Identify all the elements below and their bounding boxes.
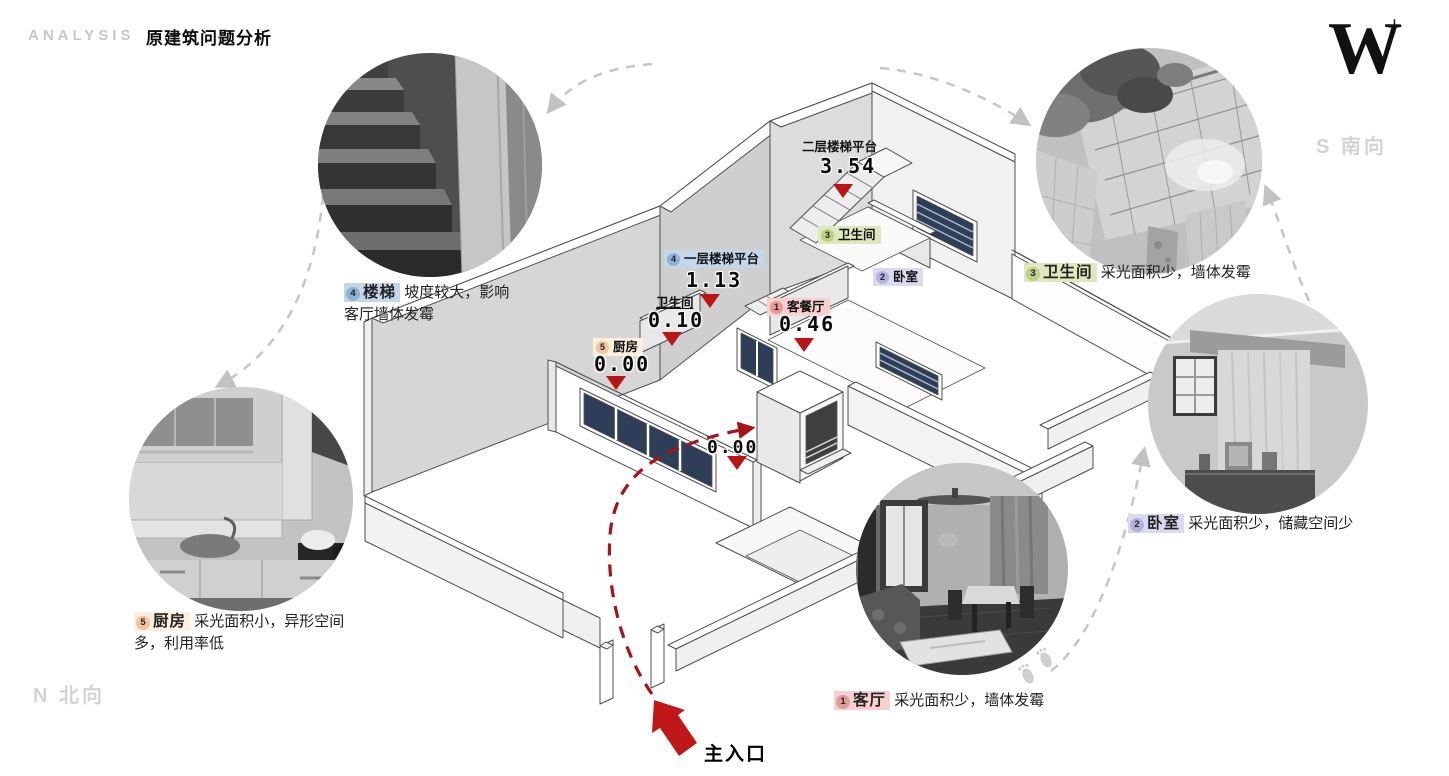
plan-tag-2f-landing: 二层楼梯平台 xyxy=(802,138,882,156)
caption-desc: 采光面积少，墙体发霉 xyxy=(1100,264,1251,281)
photo-connector-arrows xyxy=(214,62,1311,672)
plan-tag-wc: 卫生间 xyxy=(656,294,699,312)
main-entrance-arrow xyxy=(652,700,697,756)
plan-tag-number: 4 xyxy=(667,252,680,266)
plan-tag-number: 3 xyxy=(821,228,834,242)
kitchen-photo xyxy=(129,387,353,611)
logo-plus-mark: + xyxy=(1386,10,1403,43)
caption-number: 4 xyxy=(346,286,360,301)
caption-number: 2 xyxy=(1130,517,1144,532)
bedroom-photo xyxy=(1148,294,1368,514)
plan-tag-label: 卧室 xyxy=(893,270,919,284)
plan-tag-1f-landing: 4 一层楼梯平台 xyxy=(664,250,765,268)
caption-room: 卧室 xyxy=(1147,515,1181,532)
caption-desc: 坡度较大，影响客厅墙体发霉 xyxy=(344,284,510,324)
caption-desc: 采光面积少，墙体发霉 xyxy=(894,692,1045,709)
plan-tag-label: 卫生间 xyxy=(838,228,876,242)
analysis-tag: ANALYSIS xyxy=(28,27,135,44)
level-value-2f-landing: 3.54 xyxy=(820,154,877,178)
level-value-wc: 0.10 xyxy=(648,308,705,332)
plan-tag-kitchen: 5 厨房 xyxy=(593,338,644,356)
caption-desc: 采光面积小，异形空间多，利用率低 xyxy=(134,613,345,653)
arrow-to-kitchen-photo xyxy=(214,195,325,388)
plan-tag-dining: 1 客餐厅 xyxy=(767,298,830,316)
studio-logo: W + xyxy=(1328,10,1418,104)
level-value-dining: 0.46 xyxy=(779,312,836,336)
living-room-photo xyxy=(856,463,1068,675)
level-value-kitchen: 0.00 xyxy=(594,352,651,376)
compass-north-label: N 北向 xyxy=(33,685,105,707)
caption-room: 客厅 xyxy=(853,692,887,709)
caption-number: 1 xyxy=(836,694,850,709)
stairs-photo xyxy=(318,53,542,277)
plan-tag-label: 卫生间 xyxy=(656,296,694,310)
compass-south-label: S 南向 xyxy=(1316,136,1387,158)
plan-tag-bedroom: 2 卧室 xyxy=(873,268,924,286)
level-value-entrance: 0.00 xyxy=(707,437,759,458)
caption-number: 3 xyxy=(1026,266,1040,281)
caption-number: 5 xyxy=(136,615,150,630)
arrow-to-bathroom-photo xyxy=(879,66,1032,127)
plan-tag-label: 客餐厅 xyxy=(787,300,825,314)
arrow-bedroom-to-bathroom xyxy=(1262,184,1311,302)
page-title: 原建筑问题分析 xyxy=(146,29,272,48)
level-value-1f-landing: 1.13 xyxy=(686,268,743,292)
main-entrance-label: 主入口 xyxy=(704,744,768,765)
arrow-to-stairs-photo xyxy=(546,62,653,115)
plan-tag-number: 2 xyxy=(876,270,889,284)
plan-tag-label: 一层楼梯平台 xyxy=(684,252,760,266)
level-marker-triangle xyxy=(794,338,814,352)
level-marker-triangle xyxy=(606,376,626,390)
caption-room: 楼梯 xyxy=(363,284,397,301)
level-marker-triangle xyxy=(727,456,747,470)
entry-path xyxy=(607,421,756,756)
plan-tag-bathroom: 3 卫生间 xyxy=(818,226,881,244)
footprints-icon xyxy=(1018,647,1052,684)
caption-desc: 采光面积少，储藏空间少 xyxy=(1188,515,1354,532)
arrow-living-to-bedroom xyxy=(1050,446,1151,672)
bathroom-ceiling-photo xyxy=(1036,48,1262,274)
entry-dashed-path xyxy=(607,421,756,695)
plan-tag-label: 二层楼梯平台 xyxy=(802,140,878,154)
plan-tag-number: 1 xyxy=(770,300,783,314)
level-marker-triangle xyxy=(662,332,682,346)
logo-w-mark: W xyxy=(1328,8,1402,90)
plan-tag-label: 厨房 xyxy=(613,340,639,354)
level-marker-triangle xyxy=(833,184,853,198)
plan-tag-number: 5 xyxy=(596,340,609,354)
level-marker-triangle xyxy=(700,294,720,308)
caption-room: 卫生间 xyxy=(1043,264,1093,281)
caption-room: 厨房 xyxy=(153,613,187,630)
